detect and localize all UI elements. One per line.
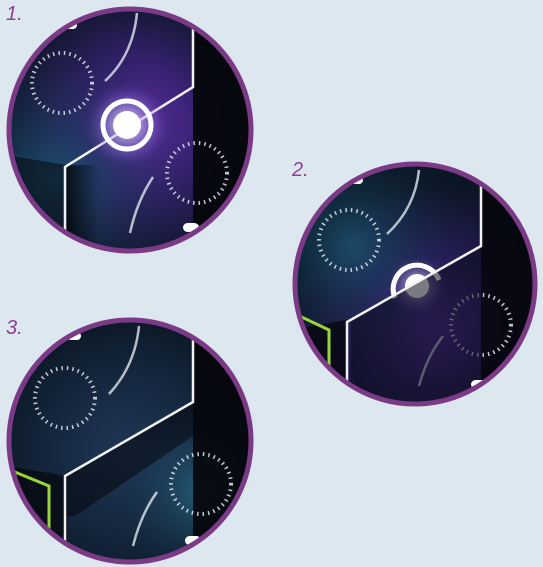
step-3-disc — [5, 316, 255, 566]
step-1-disc — [5, 5, 255, 255]
step-2-disc — [291, 160, 539, 408]
step-3-scene — [5, 316, 255, 566]
shadow-band — [193, 5, 255, 255]
step-1-scene — [5, 5, 255, 255]
step-2-scene — [291, 160, 539, 408]
